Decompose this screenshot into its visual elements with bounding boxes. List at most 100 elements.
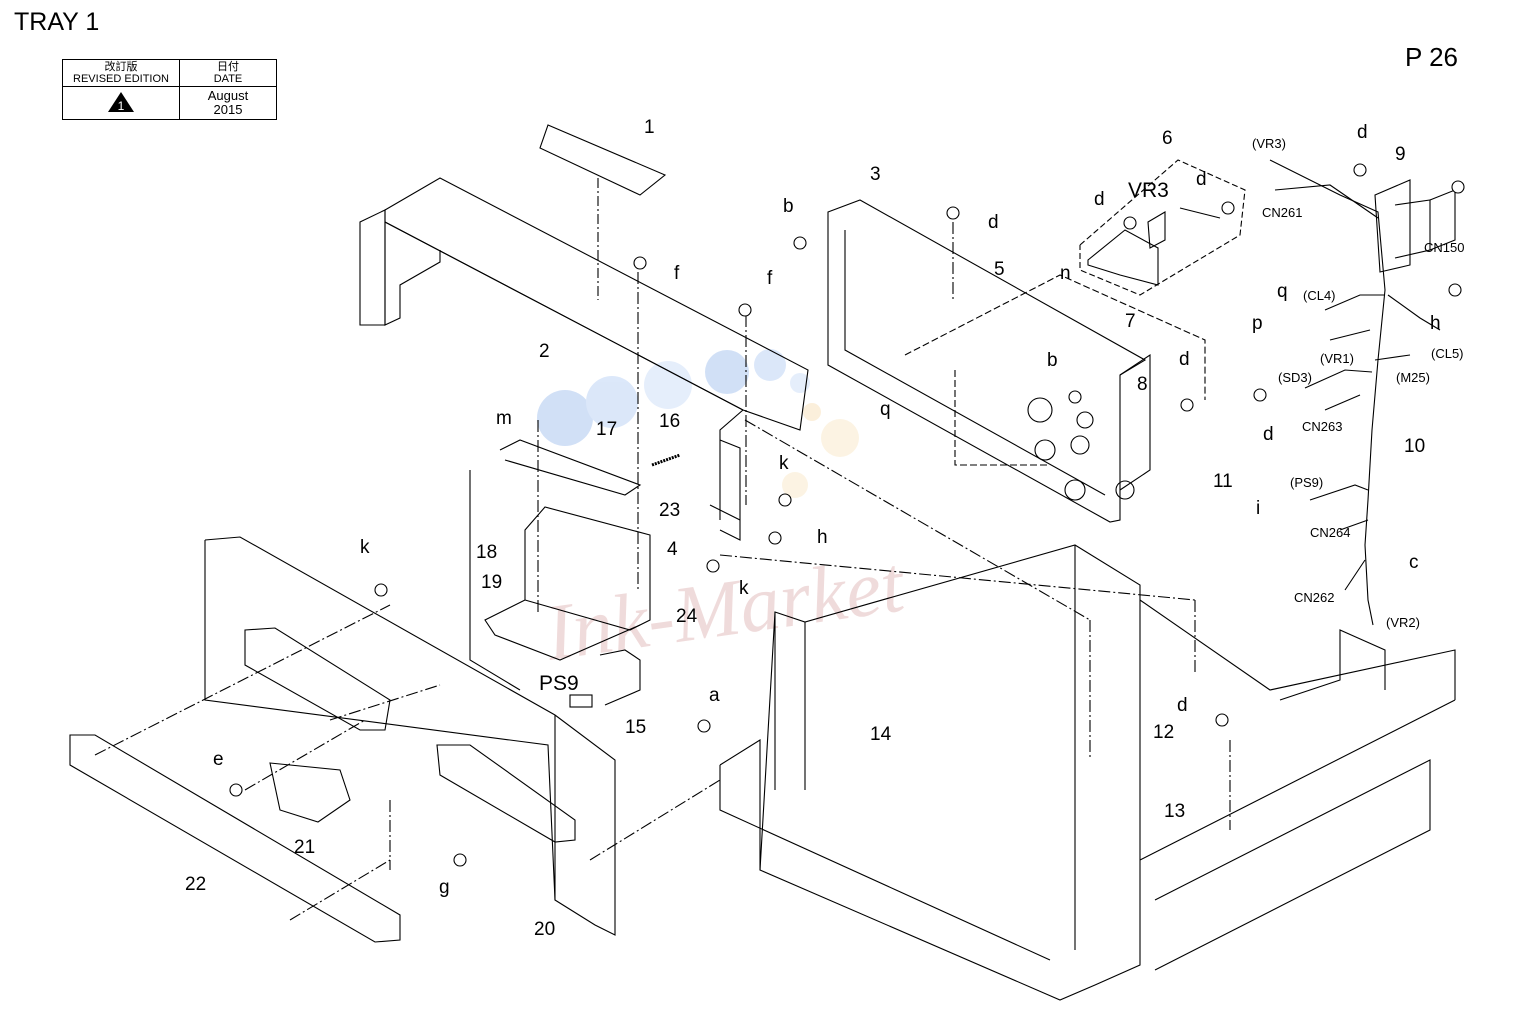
part-20-side-cover bbox=[204, 536, 616, 936]
callout-5: 5 bbox=[994, 259, 1005, 280]
callout-11: 11 bbox=[1213, 471, 1233, 492]
watermark-text: Ink-Market bbox=[539, 540, 910, 678]
callout-8: 8 bbox=[1137, 374, 1148, 395]
part-6-vr3-bracket bbox=[1087, 207, 1221, 286]
callout-2: 2 bbox=[539, 341, 550, 362]
connector-vr1: (VR1) bbox=[1320, 351, 1354, 366]
part-5-rear-frame bbox=[827, 199, 1151, 523]
callout-i: i bbox=[1256, 498, 1261, 519]
connector-cn261: CN261 bbox=[1262, 205, 1303, 220]
watermark-bubbles bbox=[537, 349, 859, 498]
part-15-ps9-sensor bbox=[569, 649, 641, 708]
date-header-en: DATE bbox=[213, 73, 243, 85]
part-6-outline-dashed bbox=[1079, 159, 1246, 296]
callout-23: 23 bbox=[659, 500, 681, 521]
connector-cn150: CN150 bbox=[1424, 240, 1465, 255]
revision-triangle-icon: 1 bbox=[108, 91, 134, 113]
callout-d-5: d bbox=[1179, 349, 1190, 370]
callout-d-2: d bbox=[1094, 189, 1105, 210]
part-21-handle bbox=[269, 762, 351, 823]
callout-22: 22 bbox=[185, 874, 207, 895]
callout-20: 20 bbox=[534, 919, 556, 940]
connector-cl4: (CL4) bbox=[1303, 288, 1336, 303]
callout-f-1: f bbox=[674, 263, 680, 284]
callout-6: 6 bbox=[1162, 128, 1173, 149]
part-17-lever bbox=[499, 439, 642, 496]
callout-e: e bbox=[213, 749, 224, 770]
callout-b-2: b bbox=[1047, 350, 1058, 371]
callout-k-1: k bbox=[779, 453, 789, 474]
part-10-wire-harness bbox=[1269, 159, 1441, 626]
connector-vr3: (VR3) bbox=[1252, 136, 1286, 151]
connector-ps9: (PS9) bbox=[1290, 475, 1324, 490]
revision-table: 改訂版 REVISED EDITION 日付 DATE 1 August 201… bbox=[62, 59, 277, 120]
callout-19: 19 bbox=[481, 572, 503, 593]
part-16-spring bbox=[651, 453, 681, 467]
callout-4: 4 bbox=[667, 539, 678, 560]
callout-f-2: f bbox=[767, 268, 773, 289]
callout-10: 10 bbox=[1404, 436, 1426, 457]
revision-month: August bbox=[207, 88, 249, 103]
callout-a: a bbox=[709, 685, 720, 706]
callout-13: 13 bbox=[1164, 801, 1186, 822]
revision-date-cell: August 2015 bbox=[179, 86, 277, 120]
connector-m25: (M25) bbox=[1396, 370, 1430, 385]
connector-cl5: (CL5) bbox=[1431, 346, 1464, 361]
callout-p: p bbox=[1252, 313, 1263, 334]
part-18-bracket bbox=[469, 470, 651, 691]
callout-17: 17 bbox=[596, 419, 618, 440]
callout-g: g bbox=[439, 877, 450, 898]
callout-d-6: d bbox=[1263, 424, 1274, 445]
callout-b-1: b bbox=[783, 196, 794, 217]
date-header: 日付 DATE bbox=[179, 59, 277, 87]
callout-q-2: q bbox=[1277, 281, 1288, 302]
callout-3: 3 bbox=[870, 164, 881, 185]
page-number: P 26 bbox=[1405, 42, 1459, 72]
callout-k-2: k bbox=[739, 578, 749, 599]
callout-21: 21 bbox=[294, 837, 316, 858]
callout-n: n bbox=[1060, 263, 1071, 284]
connector-sd3: (SD3) bbox=[1278, 370, 1312, 385]
revision-header-jp: 改訂版 bbox=[104, 61, 138, 73]
part-9-board bbox=[1374, 179, 1456, 273]
revision-edition-header: 改訂版 REVISED EDITION bbox=[62, 59, 180, 87]
connector-vr2: (VR2) bbox=[1386, 615, 1420, 630]
callout-h-1: h bbox=[817, 527, 828, 548]
callout-d-4: d bbox=[1357, 122, 1368, 143]
callout-k-3: k bbox=[360, 537, 370, 558]
part-2-top-cover bbox=[359, 177, 809, 541]
callout-m: m bbox=[496, 408, 512, 429]
callout-7: 7 bbox=[1125, 311, 1136, 332]
callout-16: 16 bbox=[659, 411, 681, 432]
callout-9: 9 bbox=[1395, 144, 1406, 165]
revision-mark-number: 1 bbox=[118, 99, 125, 113]
part-1-label bbox=[539, 124, 667, 196]
callout-q-1: q bbox=[880, 399, 891, 420]
sensor-label-ps9: PS9 bbox=[539, 672, 579, 695]
connector-cn262: CN262 bbox=[1294, 590, 1335, 605]
callout-24: 24 bbox=[676, 606, 698, 627]
page-title: TRAY 1 bbox=[14, 8, 100, 36]
date-header-jp: 日付 bbox=[217, 61, 239, 73]
revision-year: 2015 bbox=[213, 102, 243, 117]
callout-d-1: d bbox=[988, 212, 999, 233]
revision-mark-cell: 1 bbox=[62, 86, 180, 120]
callout-h-2: h bbox=[1430, 313, 1441, 334]
screw-icons bbox=[229, 163, 1465, 867]
callout-d-7: d bbox=[1177, 695, 1188, 716]
callout-18: 18 bbox=[476, 542, 498, 563]
sensor-label-vr3: VR3 bbox=[1128, 179, 1169, 202]
front-duct-right bbox=[436, 744, 576, 843]
callout-1: 1 bbox=[644, 117, 655, 138]
revision-header-en: REVISED EDITION bbox=[73, 73, 169, 85]
connector-cn263: CN263 bbox=[1302, 419, 1343, 434]
leader-dashed-lines bbox=[94, 222, 1231, 921]
connector-cn264: CN264 bbox=[1310, 525, 1351, 540]
part-22-front-plate bbox=[69, 734, 401, 943]
callout-14: 14 bbox=[870, 724, 892, 745]
callout-c: c bbox=[1409, 552, 1419, 573]
assembly-outline-dashed bbox=[904, 274, 1206, 400]
callout-12: 12 bbox=[1153, 722, 1175, 743]
callout-15: 15 bbox=[625, 717, 647, 738]
